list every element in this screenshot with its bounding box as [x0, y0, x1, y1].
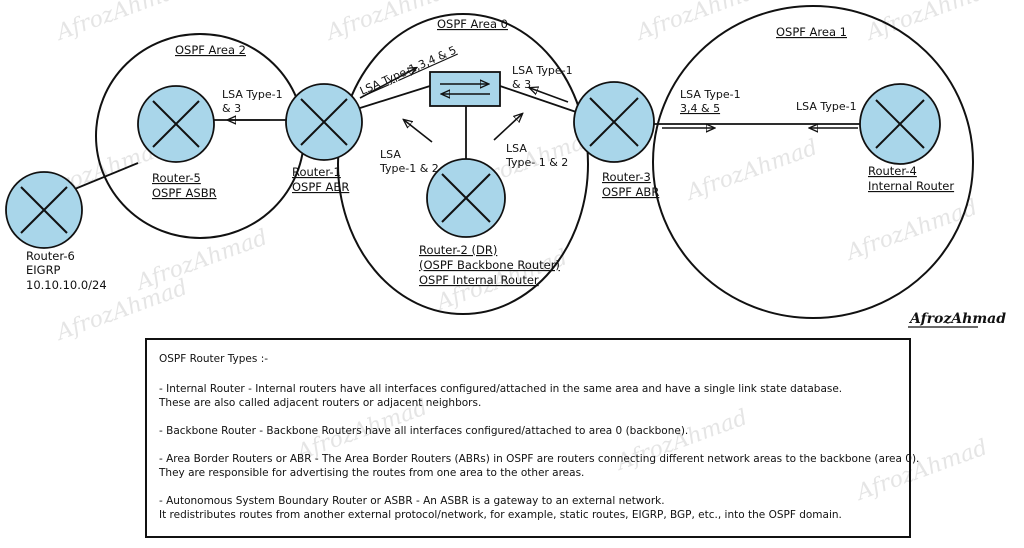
legend-text: - Backbone Router - Backbone Routers hav…	[159, 425, 689, 437]
legend-text: - Autonomous System Boundary Router or A…	[159, 495, 665, 507]
router-1	[285, 83, 363, 161]
lsa-label-r2-left-line2: Type-1 & 2	[379, 162, 439, 175]
watermark: AfrozAhmad	[682, 135, 821, 206]
lsa-arrow-r2-left	[404, 120, 433, 143]
router-3	[573, 81, 655, 163]
watermark: AfrozAhmad	[52, 0, 191, 46]
router-2-line3: OSPF Internal Router	[419, 273, 539, 287]
area2-label: OSPF Area 2	[175, 43, 246, 57]
watermark: AfrozAhmad	[862, 0, 1001, 46]
router-5-role: OSPF ASBR	[152, 186, 217, 200]
legend-text: - Internal Router - Internal routers hav…	[159, 383, 843, 395]
legend-text: They are responsible for advertising the…	[159, 467, 585, 479]
area0-label: OSPF Area 0	[437, 17, 508, 31]
router-4	[859, 83, 941, 165]
router-6-name: Router-6	[26, 249, 75, 263]
lsa-arrow-r2-right	[493, 114, 522, 141]
lsa-arrow-r3-switch	[530, 88, 569, 103]
legend-item-internal-router: - Internal Router - Internal routers hav…	[159, 382, 899, 410]
legend-text: It redistributes routes from another ext…	[159, 509, 842, 521]
legend-item-asbr: - Autonomous System Boundary Router or A…	[159, 494, 899, 522]
area0-circle	[337, 13, 589, 315]
router-6	[5, 171, 83, 249]
link-switch-r3	[499, 85, 583, 115]
area1-circle	[652, 5, 974, 319]
link-r1-switch	[359, 85, 431, 109]
router-5-name: Router-5	[152, 171, 201, 185]
signature: AfrozAhmad	[908, 311, 1006, 327]
router-1-name: Router-1	[292, 165, 341, 179]
watermark: AfrozAhmad	[632, 0, 771, 46]
lsa-label-area1-r3-line1: LSA Type-1	[680, 88, 741, 101]
router-cross	[20, 186, 68, 234]
router-cross	[441, 173, 491, 223]
lsa-label-r2-right-line1: LSA	[506, 142, 527, 155]
router-cross	[875, 99, 925, 149]
router-3-role: OSPF ABR	[602, 185, 659, 199]
router-2-line2: (OSPF Backbone Router)	[419, 258, 560, 272]
legend-title: OSPF Router Types :-	[159, 353, 269, 365]
router-6-proto: EIGRP	[26, 263, 61, 277]
legend-item-abr: - Area Border Routers or ABR - The Area …	[159, 452, 920, 480]
router-1-role: OSPF ABR	[292, 180, 349, 194]
lsa-label-r2-left-line1: LSA	[380, 148, 401, 161]
router-cross	[152, 100, 200, 148]
lsa-label-area1-r3-line2: 3,4 & 5	[680, 102, 720, 115]
router-6-net: 10.10.10.0/24	[26, 278, 107, 292]
router-2	[426, 158, 506, 238]
router-4-role: Internal Router	[868, 179, 954, 193]
router-3-name: Router-3	[602, 170, 651, 184]
lsa-label-area1-r4: LSA Type-1	[796, 100, 857, 113]
router-cross	[589, 97, 639, 147]
lsa-label-r2-right-line2: Type- 1 & 2	[505, 156, 568, 169]
area1-label: OSPF Area 1	[776, 25, 847, 39]
lsa-label-area2-line2: & 3	[222, 102, 241, 115]
router-2-line1: Router-2 (DR)	[419, 243, 497, 257]
lsa-arrow-r1-switch	[359, 68, 416, 99]
watermark: AfrozAhmad	[842, 195, 981, 266]
legend-item-backbone-router: - Backbone Router - Backbone Routers hav…	[159, 424, 899, 438]
switch	[429, 71, 501, 107]
switch-body	[429, 71, 501, 107]
router-5	[137, 85, 215, 163]
legend-text: - Area Border Routers or ABR - The Area …	[159, 453, 920, 465]
legend-text: These are also called adjacent routers o…	[159, 397, 482, 409]
lsa-label-area2-line1: LSA Type-1	[222, 88, 283, 101]
lsa-label-r3-switch-line1: LSA Type-1	[512, 64, 573, 77]
router-cross	[300, 98, 348, 146]
lsa-label-r3-switch-line2: & 3	[512, 78, 531, 91]
router-4-name: Router-4	[868, 164, 917, 178]
legend-box: OSPF Router Types :- - Internal Router -…	[145, 338, 920, 538]
